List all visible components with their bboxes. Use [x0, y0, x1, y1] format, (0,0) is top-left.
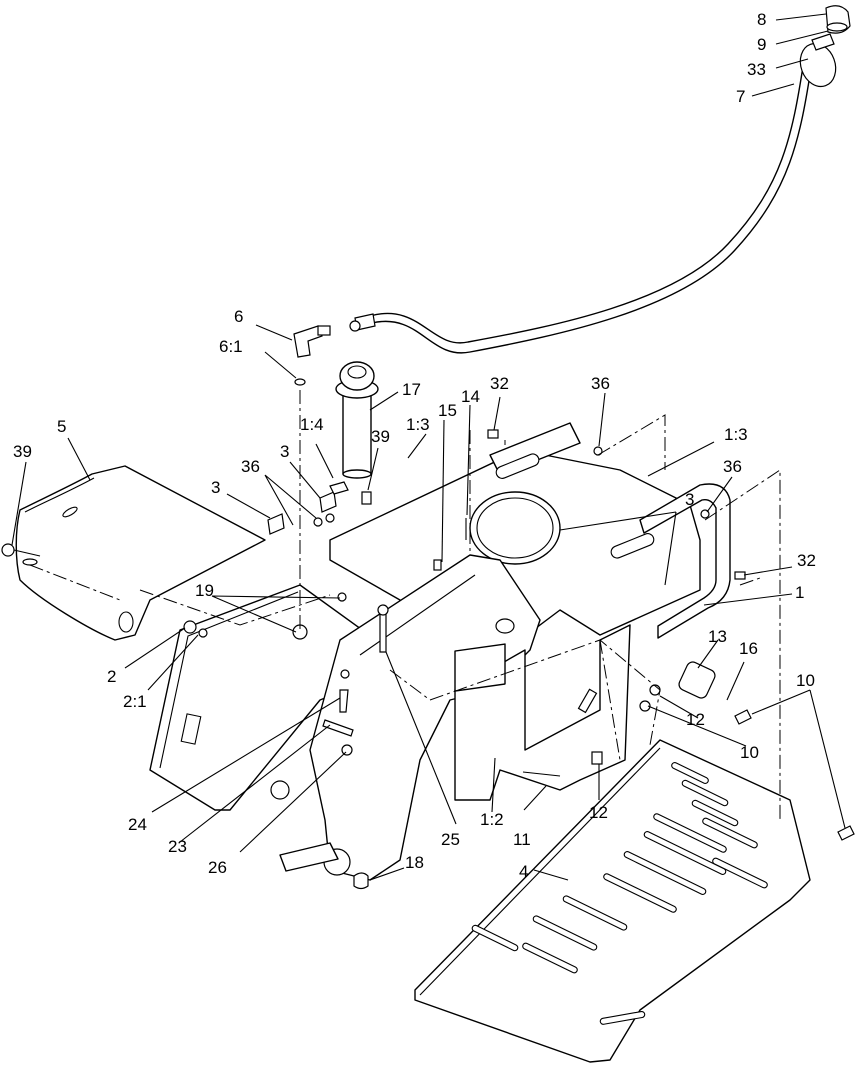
callout-25: 25	[441, 830, 460, 849]
callout-16: 16	[739, 639, 758, 658]
callout-10: 10	[796, 671, 815, 690]
callout-39: 39	[371, 427, 390, 446]
callout-4: 4	[519, 862, 528, 881]
callout-23: 23	[168, 837, 187, 856]
callout-3: 3	[685, 490, 694, 509]
callout-8: 8	[757, 10, 766, 29]
callout-39: 39	[13, 442, 32, 461]
callout-1-3: 1:3	[406, 415, 430, 434]
callout-19: 19	[195, 581, 214, 600]
callout-1-3: 1:3	[724, 425, 748, 444]
callout-2-1: 2:1	[123, 692, 147, 711]
leader-lines	[11, 13, 846, 881]
callout-7: 7	[736, 87, 745, 106]
callout-1-2: 1:2	[480, 810, 504, 829]
hardware	[1, 429, 855, 890]
callout-15: 15	[438, 401, 457, 420]
callout-2: 2	[107, 667, 116, 686]
callout-12: 12	[589, 803, 608, 822]
callout-11: 11	[513, 830, 531, 849]
callout-1-4: 1:4	[300, 415, 324, 434]
callout-6-1: 6:1	[219, 337, 243, 356]
vent-slots	[471, 761, 768, 1025]
callout-24: 24	[128, 815, 147, 834]
callout-6: 6	[234, 307, 243, 326]
callout-3: 3	[280, 442, 289, 461]
callout-33: 33	[747, 60, 766, 79]
callout-3: 3	[211, 478, 220, 497]
heat-shield	[414, 739, 811, 1063]
side-panel	[15, 465, 266, 641]
callout-32: 32	[797, 551, 816, 570]
callout-labels: 8 9 33 7 6 6:1 17 32 36 15 14 1:3 1:3 39…	[13, 10, 816, 881]
callout-17: 17	[402, 380, 421, 399]
fuel-hose-assembly	[349, 5, 851, 354]
callout-18: 18	[405, 853, 424, 872]
callout-32: 32	[490, 374, 509, 393]
fuel-sender	[335, 361, 379, 479]
callout-12: 12	[686, 710, 705, 729]
callout-9: 9	[757, 35, 766, 54]
callout-5: 5	[57, 417, 66, 436]
callout-10: 10	[740, 743, 759, 762]
main-frame	[149, 422, 731, 881]
callout-26: 26	[208, 858, 227, 877]
callout-36: 36	[241, 457, 260, 476]
callout-13: 13	[708, 627, 727, 646]
callout-14: 14	[461, 387, 480, 406]
callout-1: 1	[795, 583, 804, 602]
callout-36: 36	[723, 457, 742, 476]
hose-fitting	[293, 325, 331, 386]
callout-36: 36	[591, 374, 610, 393]
phantom-lines	[29, 390, 781, 820]
